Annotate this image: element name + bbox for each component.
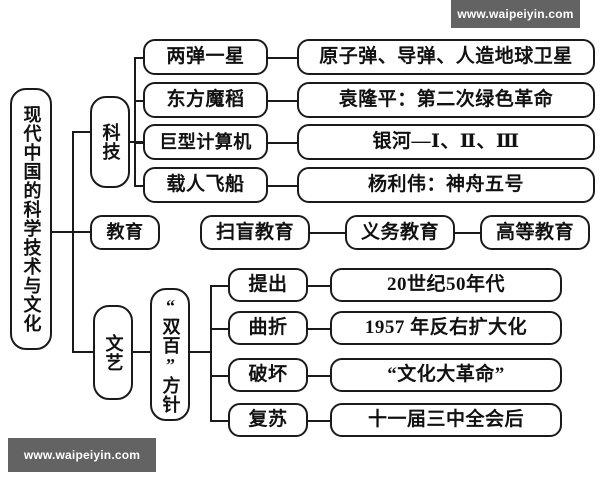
category-node-literature-and-art: 文艺 [93, 305, 133, 400]
connector-tech-spine [134, 57, 136, 185]
connector-education-2-3 [455, 232, 480, 234]
art-label-setbacks: 曲折 [228, 311, 308, 345]
education-item-literacy: 扫盲教育 [200, 215, 310, 250]
tech-label-manned-spacecraft: 载人飞船 [143, 167, 268, 203]
art-detail-setbacks: 1957 年反右扩大化 [330, 311, 562, 345]
connector-tech-row-2 [268, 100, 298, 102]
tech-label-supercomputer: 巨型计算机 [143, 124, 268, 160]
tech-label-two-bombs-one-satellite: 两弹一星 [143, 39, 268, 75]
connector-art-arm-2 [210, 328, 228, 330]
connector-double-hundred-spine [210, 285, 212, 421]
education-item-compulsory: 义务教育 [345, 215, 455, 250]
art-label-proposed: 提出 [228, 268, 308, 302]
connector-art-row-4 [308, 420, 332, 422]
connector-art-row-1 [308, 285, 332, 287]
connector-double-hundred-stem [190, 351, 210, 353]
connector-tech-row-1 [268, 57, 298, 59]
connector-tech-arm-2 [134, 100, 144, 102]
education-item-higher: 高等教育 [480, 215, 590, 250]
art-detail-revival: 十一届三中全会后 [330, 403, 562, 437]
tech-detail-supercomputer: 银河—Ⅰ、Ⅱ、Ⅲ [297, 124, 595, 160]
connector-art-row-3 [308, 375, 332, 377]
watermark-top: www.waipeiyin.com [451, 0, 580, 28]
watermark-bottom: www.waipeiyin.com [8, 438, 156, 472]
art-detail-proposed: 20世纪50年代 [330, 268, 562, 302]
root-node-modern-china-science-technology-culture: 现代中国的科学技术与文化 [10, 88, 52, 350]
connector-tech-arm-4 [134, 185, 144, 187]
connector-education-1-2 [310, 232, 345, 234]
connector-tech-row-3 [268, 142, 298, 144]
connector-art-to-double-hundred [133, 351, 150, 353]
connector-root-trunk [72, 131, 74, 353]
connector-root-stem [52, 231, 74, 233]
art-label-revival: 复苏 [228, 403, 308, 437]
connector-art-arm-1 [210, 285, 228, 287]
tech-detail-eastern-magic-rice: 袁隆平：第二次绿色革命 [297, 82, 595, 118]
connector-root-to-tech [72, 131, 92, 133]
art-label-destruction: 破坏 [228, 358, 308, 392]
connector-art-row-2 [308, 328, 332, 330]
connector-tech-arm-1 [134, 57, 144, 59]
tech-detail-manned-spacecraft: 杨利伟：神舟五号 [297, 167, 595, 203]
connector-tech-arm-3 [134, 142, 144, 144]
connector-root-to-art [72, 351, 95, 353]
category-node-technology: 科技 [90, 96, 130, 188]
tech-label-eastern-magic-rice: 东方魔稻 [143, 82, 268, 118]
category-node-education: 教育 [90, 215, 160, 250]
tech-detail-two-bombs-one-satellite: 原子弹、导弹、人造地球卫星 [297, 39, 595, 75]
connector-root-to-education [72, 231, 92, 233]
connector-tech-row-4 [268, 185, 298, 187]
art-detail-destruction: “文化大革命” [330, 358, 562, 392]
connector-art-arm-3 [210, 375, 228, 377]
category-node-double-hundred-policy: “双百”方针 [150, 288, 190, 421]
connector-art-arm-4 [210, 420, 228, 422]
